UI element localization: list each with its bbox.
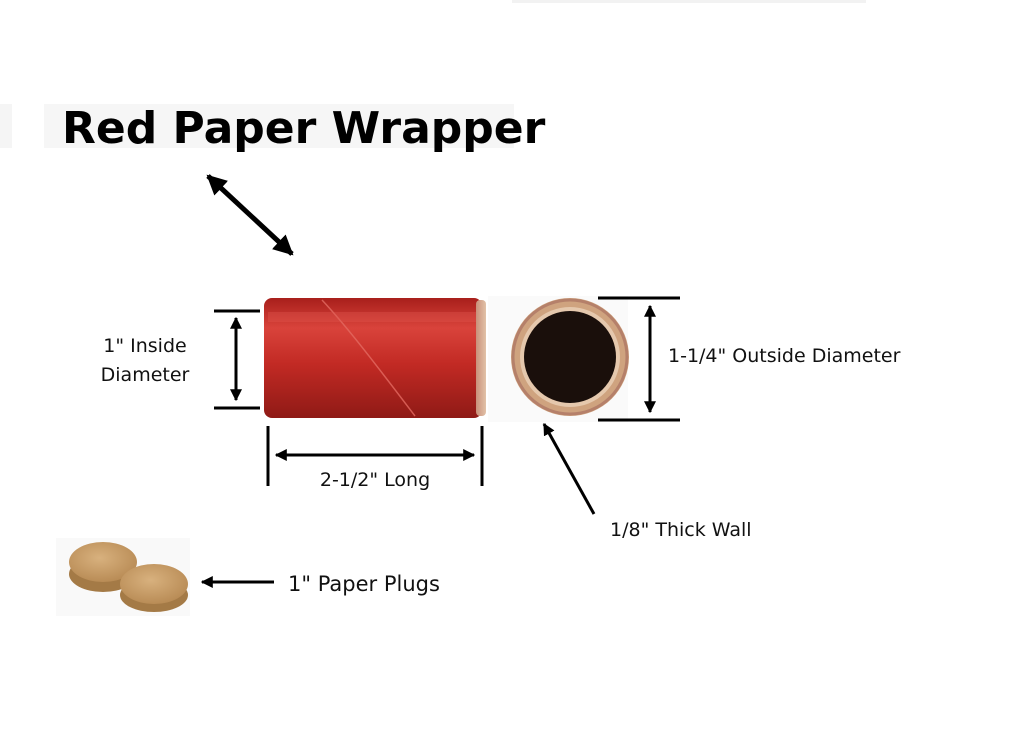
inside-diameter-label-line1: 1" Inside [103,335,186,357]
wall-pointer-arrow-icon [542,422,596,515]
paper-plugs-image [56,538,190,616]
wall-thickness-label: 1/8" Thick Wall [610,519,752,541]
diagram-title: Red Paper Wrapper [62,103,546,154]
wrapper-arrow-icon [206,174,294,256]
title-background [44,104,514,148]
outside-diameter-label: 1-1/4" Outside Diameter [668,345,901,367]
red-tube-side-view [264,298,486,418]
inside-diameter-label-line2: Diameter [101,364,190,386]
length-label: 2-1/2" Long [320,469,430,491]
top-edge-strip [512,0,866,3]
tube-end-view [488,296,629,422]
left-edge-mark [0,104,12,148]
paper-plugs-label: 1" Paper Plugs [288,572,440,596]
